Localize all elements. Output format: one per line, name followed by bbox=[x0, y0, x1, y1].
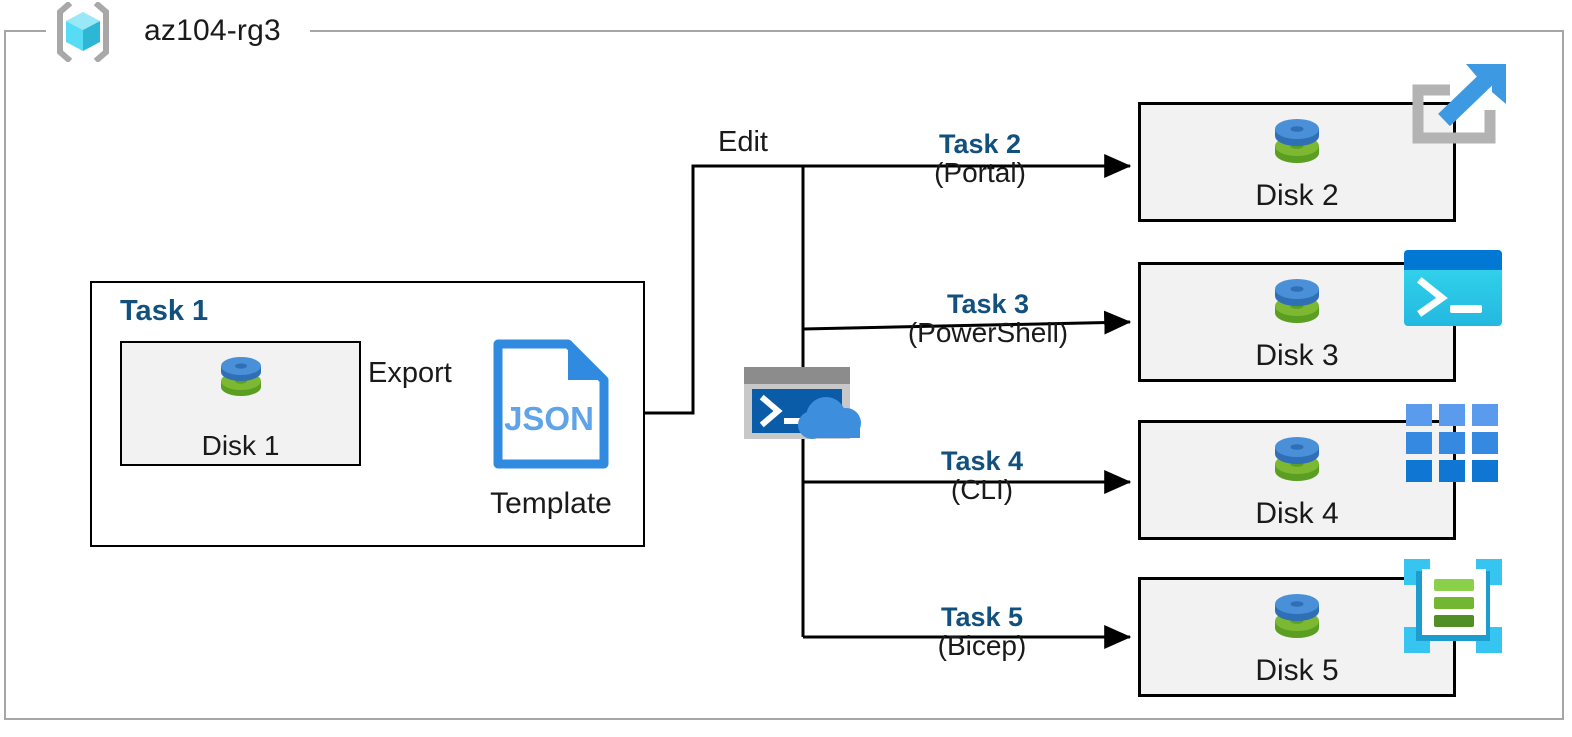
disk-4-caption: Disk 4 bbox=[1255, 497, 1339, 530]
template-caption: Template bbox=[490, 487, 612, 520]
task-4-title: Task 4 bbox=[940, 446, 1024, 476]
task-5-title: Task 5 bbox=[940, 602, 1024, 632]
export-label: Export bbox=[368, 357, 452, 389]
edit-label: Edit bbox=[718, 126, 768, 158]
resource-group-icon bbox=[52, 0, 114, 64]
task-2-label: Task 2 (Portal) bbox=[830, 130, 1130, 189]
task-4-label: Task 4 (CLI) bbox=[832, 447, 1132, 506]
powershell-icon bbox=[1404, 250, 1502, 326]
disk-icon bbox=[1266, 431, 1328, 493]
disk-3-caption: Disk 3 bbox=[1255, 339, 1339, 372]
task-3-title: Task 3 bbox=[946, 289, 1030, 319]
disk-5-caption: Disk 5 bbox=[1255, 654, 1339, 687]
disk-3-box: Disk 3 bbox=[1138, 262, 1456, 382]
task-3-label: Task 3 (PowerShell) bbox=[838, 290, 1138, 349]
task-5-method: (Bicep) bbox=[937, 630, 1027, 662]
resource-group-title: az104-rg3 bbox=[144, 14, 281, 47]
task-1-label: Task 1 bbox=[120, 295, 209, 327]
frame-title-notch bbox=[46, 20, 310, 42]
disk-icon bbox=[1266, 113, 1328, 175]
bicep-icon bbox=[1400, 555, 1506, 657]
disk-icon bbox=[1266, 588, 1328, 650]
task-2-title: Task 2 bbox=[938, 129, 1022, 159]
disk-1-box: Disk 1 bbox=[120, 341, 361, 466]
azure-cli-icon bbox=[1406, 404, 1498, 482]
task-2-method: (Portal) bbox=[934, 157, 1026, 189]
task-3-method: (PowerShell) bbox=[907, 317, 1069, 349]
svg-text:JSON: JSON bbox=[504, 400, 594, 437]
resource-group-frame bbox=[4, 30, 1564, 720]
disk-1-caption: Disk 1 bbox=[201, 430, 280, 461]
disk-icon bbox=[1266, 273, 1328, 335]
azure-portal-icon bbox=[1404, 62, 1512, 166]
task-5-label: Task 5 (Bicep) bbox=[832, 603, 1132, 662]
disk-5-box: Disk 5 bbox=[1138, 577, 1456, 697]
cloud-shell-icon bbox=[742, 365, 864, 441]
json-file-icon: JSON bbox=[492, 338, 610, 470]
disk-2-caption: Disk 2 bbox=[1255, 179, 1339, 212]
task-4-method: (CLI) bbox=[950, 474, 1014, 506]
disk-2-box: Disk 2 bbox=[1138, 102, 1456, 222]
disk-icon bbox=[213, 351, 269, 407]
disk-4-box: Disk 4 bbox=[1138, 420, 1456, 540]
